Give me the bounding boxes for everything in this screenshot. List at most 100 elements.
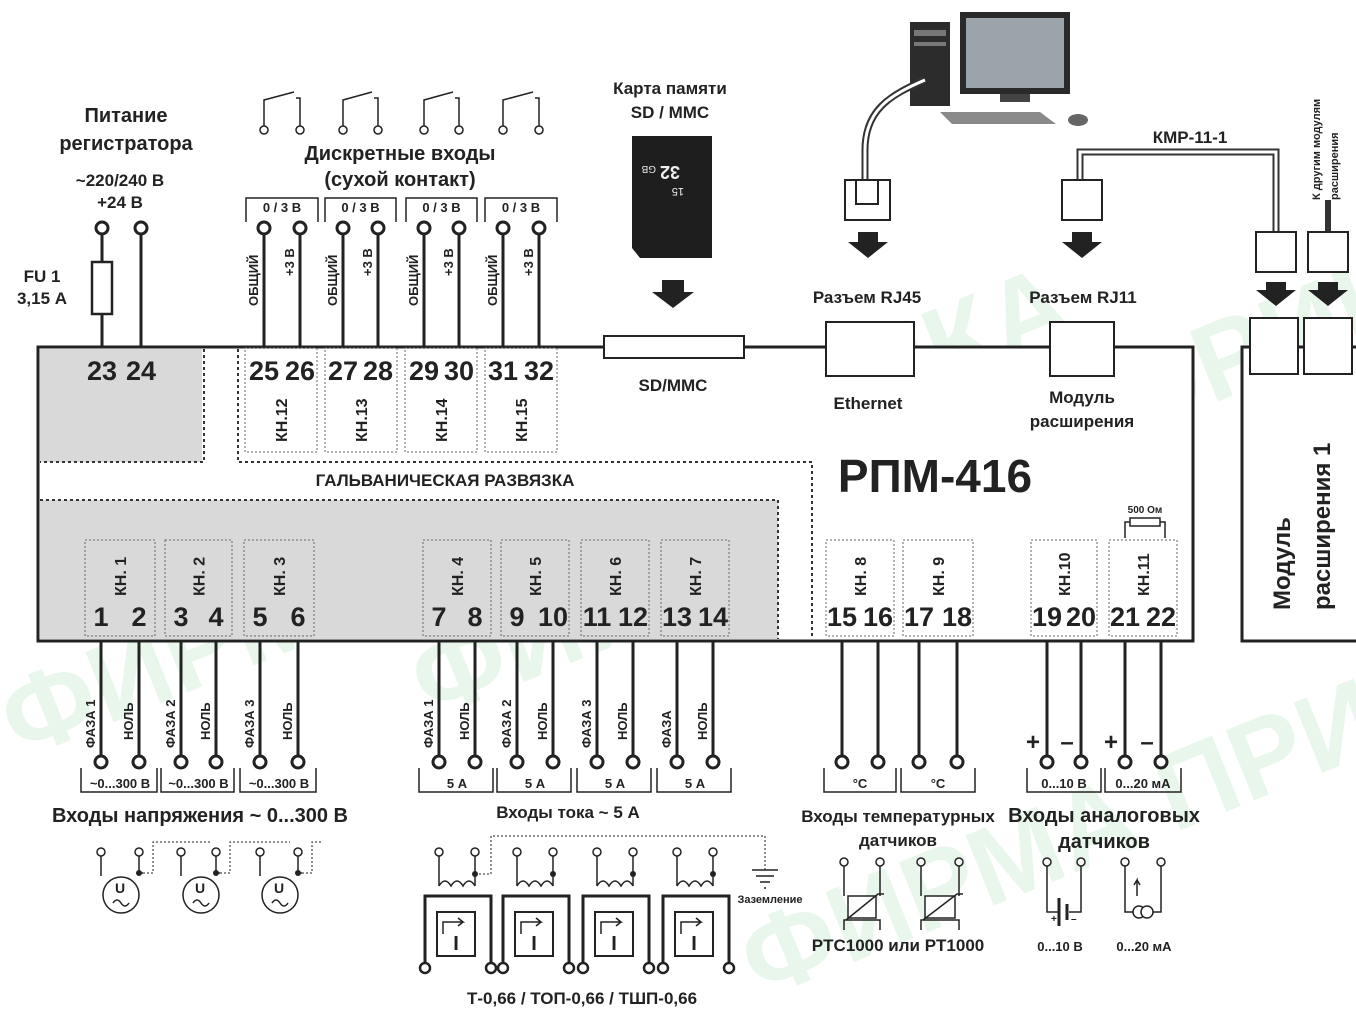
terminal-dot xyxy=(1073,754,1089,770)
terminal-18: 18 xyxy=(942,602,972,632)
discrete-title-2: (сухой контакт) xyxy=(324,169,475,191)
ct-arrow-icon xyxy=(442,917,466,934)
switch-icon xyxy=(342,91,379,126)
range-bracket xyxy=(496,768,572,793)
ground-link xyxy=(479,835,766,875)
contact xyxy=(434,847,444,857)
ct-types: Т-0,66 / ТОП-0,66 / ТШП-0,66 xyxy=(467,989,697,1008)
dashed-link xyxy=(139,841,211,874)
terminal-20: 20 xyxy=(1066,602,1096,632)
wire xyxy=(843,866,881,930)
sd-arrow-icon xyxy=(652,280,694,308)
terminal-dot xyxy=(949,754,965,770)
terminal-dot xyxy=(625,754,641,770)
expansion-module-label-2: расширения 1 xyxy=(1309,443,1336,610)
range-label: 0 / 3 В xyxy=(341,200,379,215)
terminal-22: 22 xyxy=(1146,602,1176,632)
channel-label: КН. 4 xyxy=(450,557,467,596)
power-voltage-dc: +24 В xyxy=(97,193,143,212)
plus3-label: +3 В xyxy=(441,248,456,276)
range-bracket xyxy=(239,768,317,793)
terminal-28: 28 xyxy=(363,356,393,386)
ct-core xyxy=(501,894,571,968)
neutral-label: НОЛЬ xyxy=(695,702,710,740)
range-label: ~0...300 В xyxy=(168,776,228,791)
channel-label: КН. 3 xyxy=(272,557,289,596)
rj11-port xyxy=(1049,321,1115,377)
ct-core xyxy=(661,894,731,968)
channel-box-top xyxy=(324,347,398,453)
range-bracket xyxy=(576,768,652,793)
contact xyxy=(672,847,682,857)
i-label: I xyxy=(453,933,459,955)
exp-plug-1-icon xyxy=(1255,231,1297,273)
fuse-label-1: FU 1 xyxy=(24,267,61,286)
range-label: 5 А xyxy=(525,776,546,791)
range-bracket xyxy=(1104,768,1182,793)
channel-box-bottom xyxy=(660,539,730,637)
wire xyxy=(596,856,634,886)
terminal-dot xyxy=(495,220,511,236)
rj11-module-label-2: расширения xyxy=(1030,412,1134,431)
terminal-14: 14 xyxy=(698,602,728,632)
u-label: U xyxy=(274,880,284,896)
terminal-6: 6 xyxy=(290,602,305,632)
range-bracket xyxy=(80,768,158,793)
terminal-5: 5 xyxy=(252,602,267,632)
terminal-27: 27 xyxy=(328,356,358,386)
rj11-arrow-icon xyxy=(1062,232,1102,258)
contact xyxy=(875,857,885,867)
terminal-dot xyxy=(531,220,547,236)
ct-terminal xyxy=(656,961,670,975)
discrete-title-1: Дискретные входы xyxy=(304,143,495,165)
range-bracket xyxy=(405,197,478,222)
neutral-label: НОЛЬ xyxy=(457,702,472,740)
other-modules-label-2: расширения xyxy=(1329,132,1341,200)
ct-terminal xyxy=(576,961,590,975)
contact xyxy=(293,847,303,857)
rj45-arrow-icon xyxy=(848,232,888,258)
dashed-link xyxy=(298,841,322,874)
sd-card-image: 32 GB 15 xyxy=(632,136,712,258)
phase-label: ФАЗА xyxy=(659,710,674,748)
temp-sensor-types: PTC1000 или PT1000 xyxy=(812,936,985,955)
isolation-border-2 xyxy=(237,349,813,639)
range-label: 0 / 3 В xyxy=(502,200,540,215)
phase-label: ФАЗА 3 xyxy=(242,699,257,748)
power-title-2: регистратора xyxy=(59,133,193,155)
terminal-13: 13 xyxy=(662,602,692,632)
temp-title-1: Входы температурных xyxy=(801,807,995,826)
computer-icon xyxy=(861,12,1088,180)
measurement-zone xyxy=(40,500,778,639)
ct-terminal xyxy=(484,961,498,975)
plus3-label: +3 В xyxy=(521,248,536,276)
i-label: I xyxy=(531,933,537,955)
terminal-24: 24 xyxy=(126,356,156,386)
device-name: РПМ-416 xyxy=(838,450,1032,502)
ct-terminal xyxy=(496,961,510,975)
rj11-module-label-1: Модуль xyxy=(1049,388,1115,407)
analog-source-ma: 0...20 мА xyxy=(1116,939,1172,954)
fuse-label-2: 3,15 А xyxy=(17,289,67,308)
ct-arrow-icon xyxy=(600,917,624,934)
terminal-8: 8 xyxy=(467,602,482,632)
terminal-dot xyxy=(173,754,189,770)
terminal-dot xyxy=(870,754,886,770)
sine-icon xyxy=(112,899,130,907)
ct-terminal xyxy=(562,961,576,975)
channel-box-top xyxy=(484,347,558,453)
exp-plug-2-icon xyxy=(1307,231,1349,273)
contact xyxy=(548,847,558,857)
channel-label: КН. 5 xyxy=(528,557,545,596)
terminal-dot xyxy=(451,220,467,236)
channel-label: КН. 6 xyxy=(608,557,625,596)
channel-label: КН.13 xyxy=(354,398,371,442)
terminal-dot xyxy=(589,754,605,770)
channel-box-bottom xyxy=(164,539,233,637)
expansion-module xyxy=(1240,345,1356,643)
channel-label: КН. 2 xyxy=(192,557,209,596)
